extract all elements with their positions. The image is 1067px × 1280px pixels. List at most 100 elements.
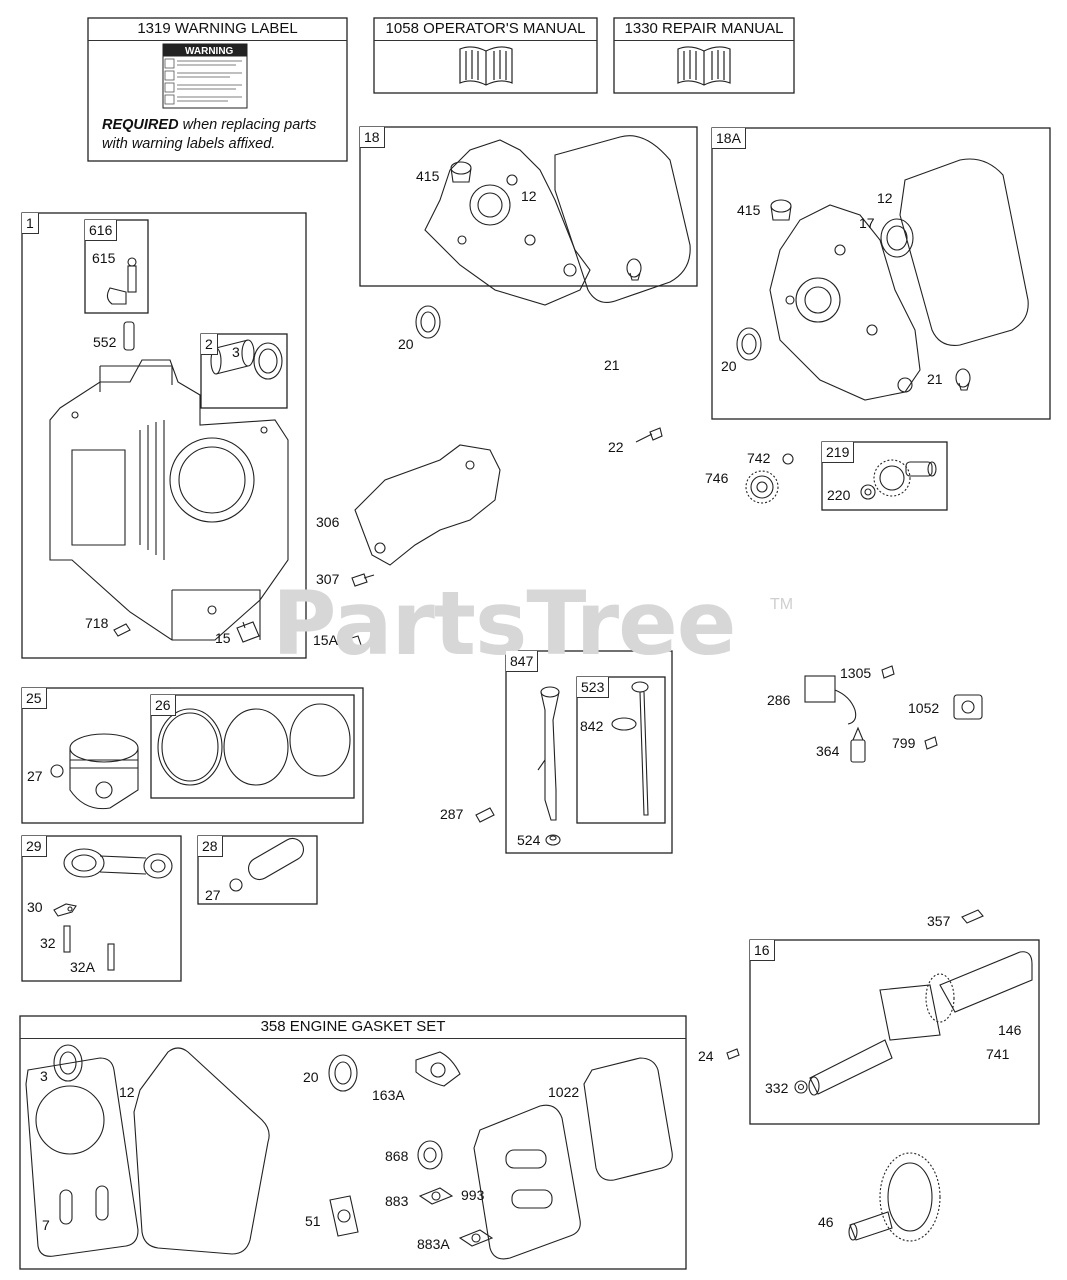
- part-26-ring-set: [157, 703, 351, 786]
- part-1052-carb-part: [953, 694, 983, 720]
- box-tag-847[interactable]: 847: [506, 651, 539, 672]
- part-842-o-ring: [611, 717, 637, 731]
- part-label-32a[interactable]: 32A: [70, 959, 95, 975]
- part-label-22[interactable]: 22: [608, 439, 624, 455]
- warning-label-box: [87, 17, 348, 162]
- part-219-governor-gear: [873, 459, 937, 497]
- box-tag-26[interactable]: 26: [151, 695, 176, 716]
- part-label-21-b[interactable]: 21: [927, 371, 943, 387]
- part-883-gasket: [418, 1187, 454, 1205]
- part-51-gasket: [329, 1195, 359, 1237]
- part-label-146[interactable]: 146: [998, 1022, 1022, 1038]
- box-tag-18a[interactable]: 18A: [712, 128, 746, 149]
- part-30-oil-dipper: [53, 903, 77, 917]
- box-tag-18[interactable]: 18: [360, 127, 385, 148]
- box-tag-25[interactable]: 25: [22, 688, 47, 709]
- part-label-51[interactable]: 51: [305, 1213, 321, 1229]
- box-tag-1[interactable]: 1: [22, 213, 39, 234]
- box-18a: [711, 127, 1051, 420]
- part-label-20[interactable]: 20: [398, 336, 414, 352]
- warning-decal-icon: [162, 43, 248, 109]
- part-label-46[interactable]: 46: [818, 1214, 834, 1230]
- part-21-plug-a: [626, 258, 642, 281]
- part-label-746[interactable]: 746: [705, 470, 729, 486]
- part-label-357[interactable]: 357: [927, 913, 951, 929]
- part-label-20-b[interactable]: 20: [721, 358, 737, 374]
- part-label-883a[interactable]: 883A: [417, 1236, 450, 1252]
- part-15a-plug: [344, 635, 363, 653]
- part-label-286[interactable]: 286: [767, 692, 791, 708]
- part-label-842[interactable]: 842: [580, 718, 604, 734]
- box-tag-28[interactable]: 28: [198, 836, 223, 857]
- part-label-3-b[interactable]: 3: [40, 1068, 48, 1084]
- box-tag-16[interactable]: 16: [750, 940, 775, 961]
- part-label-30[interactable]: 30: [27, 899, 43, 915]
- part-label-32[interactable]: 32: [40, 935, 56, 951]
- part-label-883[interactable]: 883: [385, 1193, 409, 1209]
- part-label-27-b[interactable]: 27: [205, 887, 221, 903]
- part-415-cap-b: [770, 199, 792, 221]
- part-32a-bolt: [107, 943, 115, 971]
- part-3-seal: [253, 342, 283, 380]
- part-label-3[interactable]: 3: [232, 344, 240, 360]
- part-label-415-b[interactable]: 415: [737, 202, 761, 218]
- box-tag-616[interactable]: 616: [85, 220, 118, 241]
- part-label-868[interactable]: 868: [385, 1148, 409, 1164]
- part-label-615[interactable]: 615: [92, 250, 116, 266]
- box-tag-523[interactable]: 523: [577, 677, 610, 698]
- box-2: [200, 333, 288, 409]
- part-7-head-gasket: [25, 1057, 139, 1257]
- gasket-set-title[interactable]: 358 ENGINE GASKET SET: [20, 1016, 686, 1039]
- part-label-21[interactable]: 21: [604, 357, 620, 373]
- part-label-27[interactable]: 27: [27, 768, 43, 784]
- warning-decal-text: WARNING: [185, 46, 234, 57]
- part-label-307[interactable]: 307: [316, 571, 340, 587]
- part-label-552[interactable]: 552: [93, 334, 117, 350]
- box-tag-29[interactable]: 29: [22, 836, 47, 857]
- box-16: [749, 939, 1040, 1125]
- part-label-993[interactable]: 993: [461, 1187, 485, 1203]
- part-label-718[interactable]: 718: [85, 615, 109, 631]
- part-label-20-c[interactable]: 20: [303, 1069, 319, 1085]
- part-label-24[interactable]: 24: [698, 1048, 714, 1064]
- box-tag-2[interactable]: 2: [201, 334, 218, 355]
- repair-manual-title[interactable]: 1330 REPAIR MANUAL: [614, 18, 794, 41]
- part-label-163a[interactable]: 163A: [372, 1087, 405, 1103]
- part-label-1305[interactable]: 1305: [840, 665, 872, 681]
- part-label-1052[interactable]: 1052: [908, 700, 940, 716]
- part-label-12[interactable]: 12: [521, 188, 537, 204]
- part-364-valve: [850, 726, 866, 763]
- part-label-364[interactable]: 364: [816, 743, 840, 759]
- part-label-7[interactable]: 7: [42, 1217, 50, 1233]
- part-label-17[interactable]: 17: [859, 215, 875, 231]
- part-label-12-c[interactable]: 12: [119, 1084, 135, 1100]
- box-18: [359, 126, 698, 287]
- part-label-12-b[interactable]: 12: [877, 190, 893, 206]
- part-label-742[interactable]: 742: [747, 450, 771, 466]
- warning-label-title[interactable]: 1319 WARNING LABEL: [88, 18, 347, 41]
- part-307-bolt: [351, 573, 375, 587]
- part-label-287[interactable]: 287: [440, 806, 464, 822]
- part-label-799[interactable]: 799: [892, 735, 916, 751]
- part-label-15[interactable]: 15: [215, 630, 231, 646]
- part-847-dipstick-tube: [537, 686, 560, 821]
- part-357-key: [961, 909, 984, 924]
- part-742-washer: [782, 453, 794, 465]
- part-523-dipstick: [631, 681, 649, 816]
- part-label-524[interactable]: 524: [517, 832, 541, 848]
- part-label-741[interactable]: 741: [986, 1046, 1010, 1062]
- part-20-seal-b: [736, 327, 762, 361]
- part-label-15a[interactable]: 15A: [313, 632, 338, 648]
- part-799-screw: [924, 736, 938, 750]
- repair-manual-box: [613, 17, 795, 94]
- part-label-415[interactable]: 415: [416, 168, 440, 184]
- part-label-332[interactable]: 332: [765, 1080, 789, 1096]
- part-label-1022[interactable]: 1022: [548, 1084, 580, 1100]
- part-label-220[interactable]: 220: [827, 487, 851, 503]
- box-tag-219[interactable]: 219: [822, 442, 855, 463]
- operators-manual-title[interactable]: 1058 OPERATOR'S MANUAL: [374, 18, 597, 41]
- part-label-306[interactable]: 306: [316, 514, 340, 530]
- part-718-dowel: [113, 623, 131, 637]
- part-1-cylinder-block: [49, 359, 289, 641]
